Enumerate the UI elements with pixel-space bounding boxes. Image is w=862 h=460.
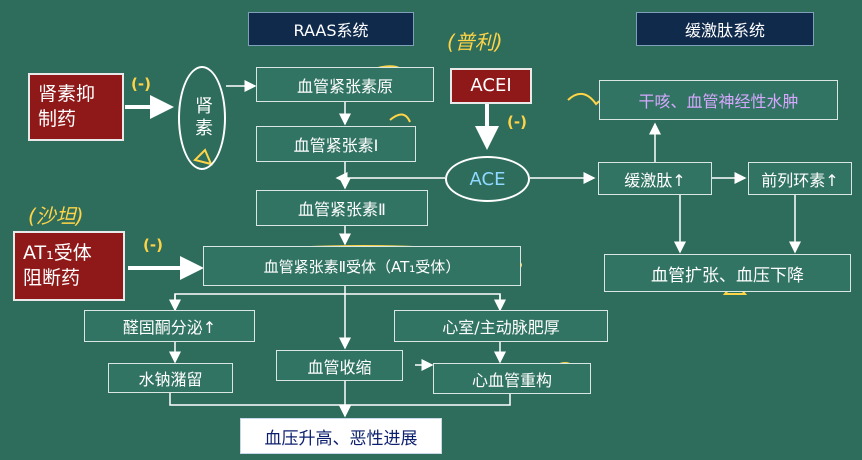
angiotensin-1-box: 血管紧张素Ⅰ	[256, 126, 416, 162]
renin-oval: 肾素	[178, 66, 226, 170]
prostacyclin-box: 前列环素↑	[748, 162, 852, 195]
acei-box: ACEI	[450, 68, 532, 104]
bradykinin-box: 缓激肽↑	[598, 162, 712, 195]
aldosterone-box: 醛固酮分泌↑	[84, 310, 255, 342]
result-box: 血压升高、恶性进展	[240, 418, 442, 454]
sodium-retention-box: 水钠潴留	[108, 363, 233, 393]
angiotensinogen-box: 血管紧张素原	[256, 67, 434, 102]
hypertrophy-box: 心室/主动脉肥厚	[394, 310, 608, 342]
vasoconstriction-box: 血管收缩	[276, 350, 403, 381]
at1-receptor-box: 血管紧张素Ⅱ受体（AT₁受体）	[203, 246, 521, 286]
at1-blocker-line2: 阻断药	[23, 267, 81, 289]
acei-inhibit-mark: (-)	[507, 113, 527, 131]
acei-handwritten-note: (普利)	[447, 30, 503, 54]
at1-blocker-box: AT₁受体 阻断药	[13, 231, 125, 301]
raas-system-header: RAAS系统	[248, 12, 414, 46]
vasodilation-box: 血管扩张、血压下降	[604, 254, 851, 292]
renin-inhibitor-label: 肾素抑制药	[38, 83, 96, 130]
ace-oval: ACE	[445, 156, 530, 202]
cardiovascular-remodeling-box: 心血管重构	[433, 363, 591, 394]
renin-inhibit-mark: (-)	[131, 75, 151, 93]
arb-inhibit-mark: (-)	[143, 236, 163, 254]
angiotensin-2-box: 血管紧张素Ⅱ	[256, 190, 428, 226]
at1-blocker-line1: AT₁受体	[23, 242, 92, 265]
renin-inhibitor-box: 肾素抑制药	[28, 73, 124, 141]
kinin-system-header: 缓激肽系统	[636, 12, 814, 46]
dry-cough-edema-box: 干咳、血管神经性水肿	[599, 80, 838, 120]
arb-handwritten-note: (沙坦)	[28, 204, 84, 228]
